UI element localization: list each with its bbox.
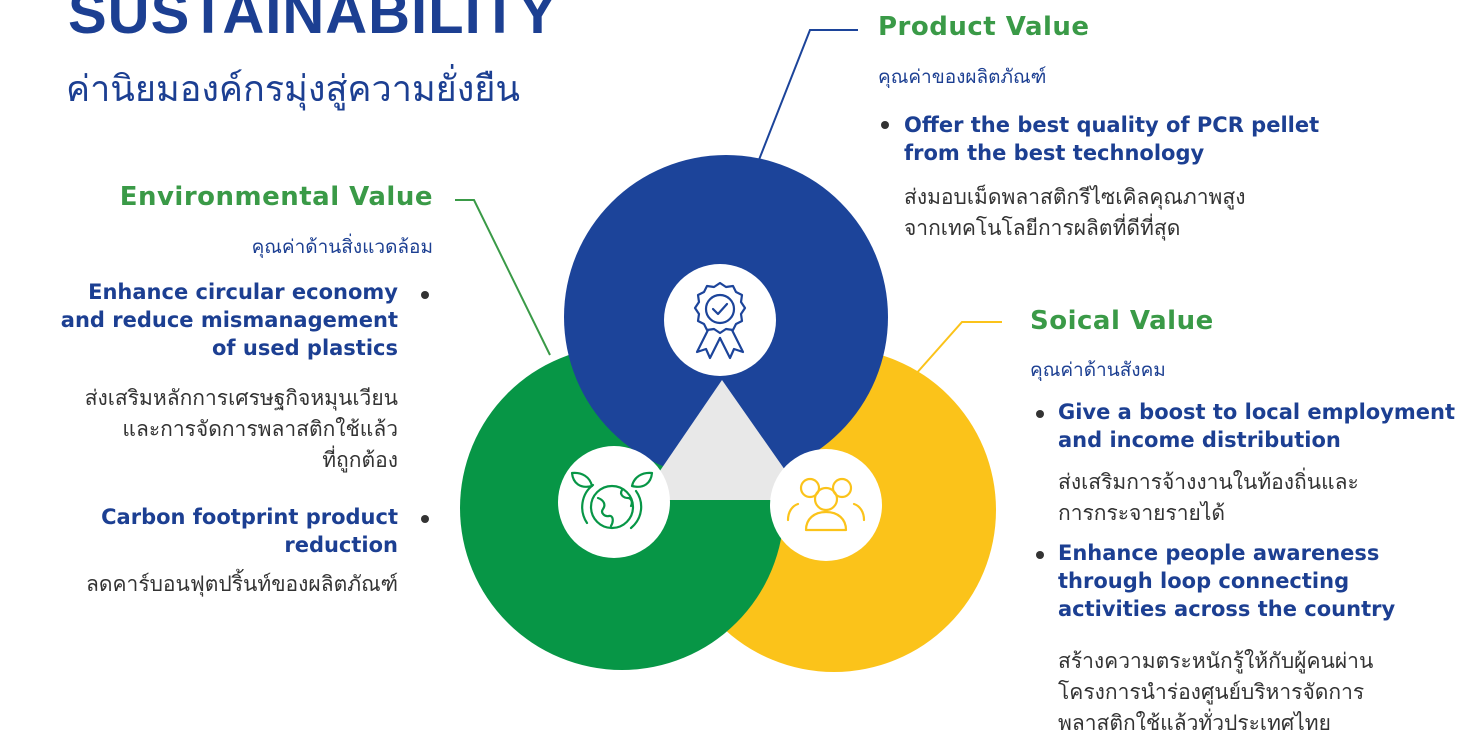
social-bullet-dot-2: [1036, 551, 1044, 559]
social-subheading: คุณค่าด้านสังคม: [1030, 359, 1166, 381]
page-title: SUSTAINABILITY: [68, 0, 558, 46]
social-bullet-th-2: สร้างความตระหนักรู้ให้กับผู้คนผ่าน โครงก…: [1058, 649, 1374, 735]
product-bullet-dot-1: [881, 121, 889, 129]
quality-badge-icon: [693, 281, 747, 360]
page-subtitle: ค่านิยมองค์กรมุ่งสู่ความยั่งยืน: [66, 69, 521, 110]
earth-leaves-icon: [570, 471, 654, 530]
product-heading: Product Value: [878, 12, 1090, 42]
social-bullet-th-1: ส่งเสริมการจ้างงานในท้องถิ่นและ การกระจา…: [1058, 470, 1359, 525]
social-heading: Soical Value: [1030, 306, 1214, 336]
environmental-bullet-en-2: Carbon footprint product reduction: [101, 505, 398, 557]
product-bullet-en-1: Offer the best quality of PCR pellet fro…: [904, 113, 1320, 165]
environmental-icon-circle: [558, 446, 670, 558]
environmental-subheading: คุณค่าด้านสิ่งแวดล้อม: [251, 236, 433, 258]
environmental-bullet-dot-2: [421, 515, 429, 523]
social-bullet-en-2: Enhance people awareness through loop co…: [1058, 541, 1396, 621]
center-triangle: [640, 380, 806, 500]
environmental-connector-line: [455, 199, 551, 356]
product-icon-circle: [664, 264, 776, 376]
product-bullet-th-1: ส่งมอบเม็ดพลาสติกรีไซเคิลคุณภาพสูง จากเท…: [904, 185, 1246, 240]
environmental-bullet-en-1: Enhance circular economy and reduce mism…: [60, 280, 398, 360]
product-connector-line: [752, 29, 858, 176]
social-bullet-dot-1: [1036, 410, 1044, 418]
environmental-bullet-th-2: ลดคาร์บอนฟุตปริ้นท์ของผลิตภัณฑ์: [85, 572, 398, 596]
social-bullet-en-1: Give a boost to local employment and inc…: [1058, 400, 1456, 452]
social-connector-line: [914, 321, 1002, 376]
social-icon-circle: [770, 449, 882, 561]
people-group-icon: [786, 477, 866, 532]
product-subheading: คุณค่าของผลิตภัณฑ์: [878, 66, 1047, 88]
environmental-heading: Environmental Value: [119, 182, 433, 212]
environmental-bullet-th-1: ส่งเสริมหลักการเศรษฐกิจหมุนเวียน และการจ…: [84, 386, 398, 472]
environmental-bullet-dot-1: [421, 291, 429, 299]
